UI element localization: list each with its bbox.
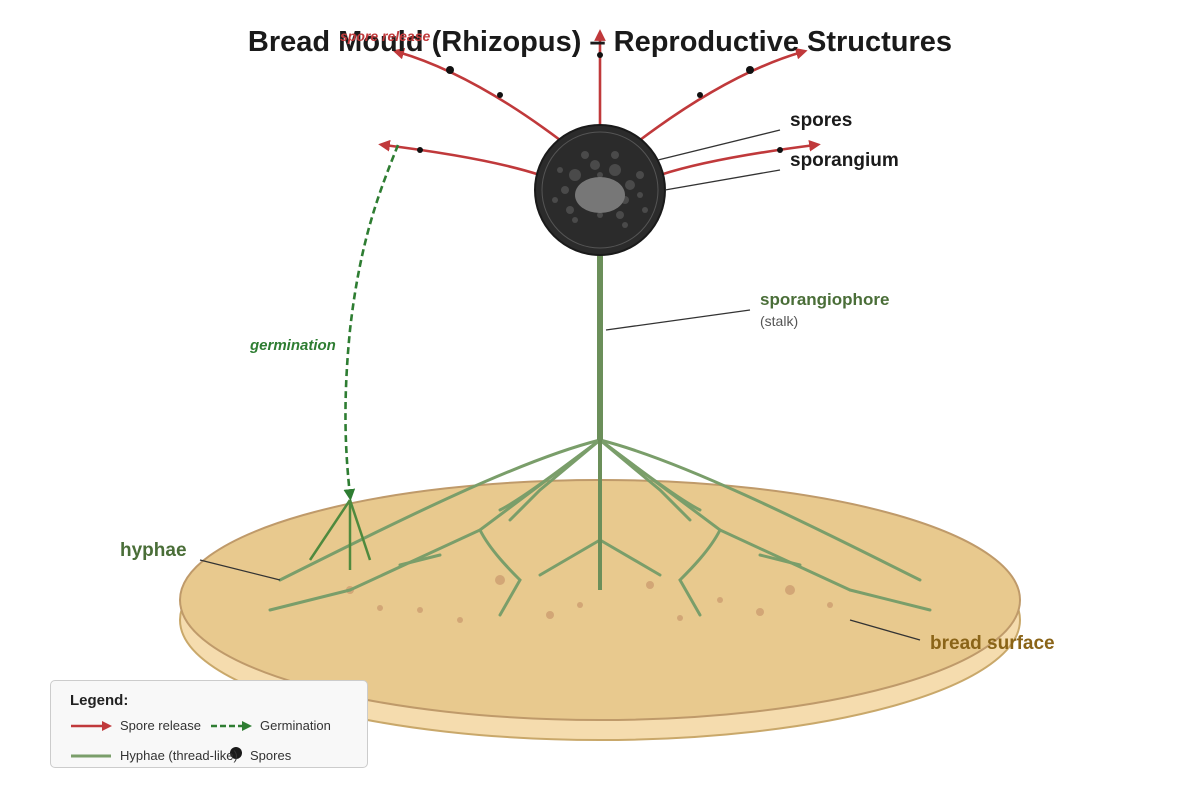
spore-release-arrows <box>378 29 821 177</box>
spore-release-arrow <box>392 48 561 142</box>
sporangium-label: sporangium <box>790 150 899 171</box>
bread-surface-label: bread surface <box>930 633 1055 654</box>
legend-symbols <box>71 721 252 759</box>
spore-release-label: spore release <box>340 28 430 44</box>
spores-label: spores <box>790 110 852 131</box>
legend-spore-dot-icon <box>230 747 242 759</box>
sporangiophore-label: sporangiophore <box>760 290 889 309</box>
spore-release-arrow <box>378 139 541 177</box>
hyphae-network <box>268 438 932 617</box>
sporangium <box>534 124 666 256</box>
legend-item-germination: Germination <box>260 718 331 733</box>
legend-item-spore-release: Spore release <box>120 718 201 733</box>
leader-lines <box>199 129 921 641</box>
legend-item-hyphae: Hyphae (thread-like) <box>120 748 238 763</box>
spore-release-arrow <box>639 48 808 142</box>
page-title: Bread Mould (Rhizopus) – Reproductive St… <box>248 26 952 58</box>
legend-item-spores: Spores <box>250 748 292 763</box>
bread-slice <box>179 479 1021 741</box>
released-spores <box>417 52 783 153</box>
spore-release-arrow <box>659 139 821 177</box>
legend: Legend: Spore release Germination Hyphae… <box>50 680 368 768</box>
germination-arrow <box>343 144 400 501</box>
germination-label: germination <box>249 337 336 354</box>
sporangiophore-note: (stalk) <box>760 313 798 329</box>
bread-texture-dots <box>346 575 833 623</box>
hyphae-label: hyphae <box>120 540 187 561</box>
germinating-hyphae <box>308 499 372 570</box>
internal-spores <box>552 151 648 228</box>
legend-title: Legend: <box>70 692 129 709</box>
columella <box>575 177 625 213</box>
